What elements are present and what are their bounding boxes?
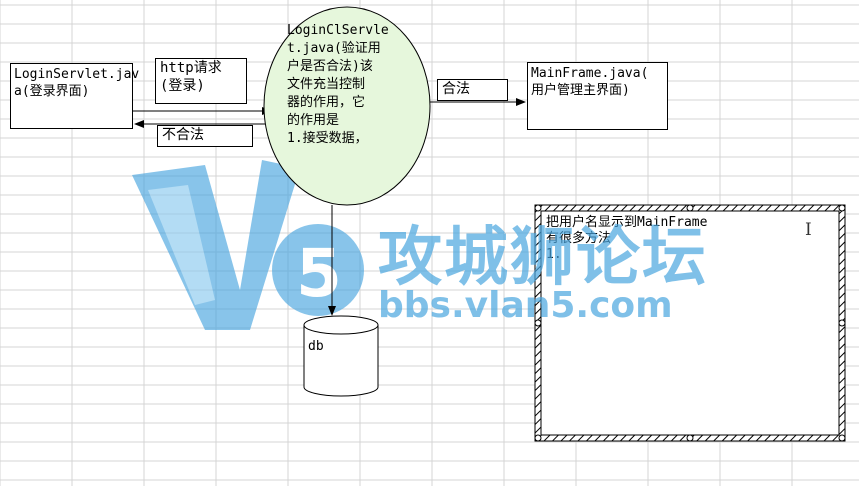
legal-label[interactable]: 合法 — [437, 79, 508, 101]
text-cursor-icon: I — [805, 220, 812, 240]
legal-arrowhead — [516, 98, 526, 106]
servlet-ellipse-text: LoginClServle t.java(验证用 户是否合法)该 文件充当控制 … — [287, 23, 389, 146]
servlet-ellipse[interactable] — [263, 6, 431, 206]
database-label: db — [308, 339, 324, 354]
svg-text:5: 5 — [296, 235, 342, 312]
watermark-title: 攻城狮论坛 — [378, 221, 708, 295]
db-arrowhead — [328, 306, 336, 316]
watermark-logo: 5 — [132, 160, 364, 330]
reject-arrowhead — [134, 120, 144, 128]
watermark-url: bbs.vlan5.com — [378, 285, 673, 326]
login-servlet-box[interactable]: LoginServlet.jav a(登录界面) — [10, 63, 139, 129]
illegal-label[interactable]: 不合法 — [157, 125, 253, 147]
main-frame-box[interactable]: MainFrame.java( 用户管理主界面) — [527, 62, 668, 130]
database-cylinder[interactable] — [303, 315, 379, 397]
note-box-selection[interactable] — [534, 204, 846, 442]
http-request-label[interactable]: http请求 (登录) — [155, 58, 247, 104]
note-box-text[interactable]: 把用户名显示到MainFrame 有很多方法 1. — [546, 215, 708, 262]
